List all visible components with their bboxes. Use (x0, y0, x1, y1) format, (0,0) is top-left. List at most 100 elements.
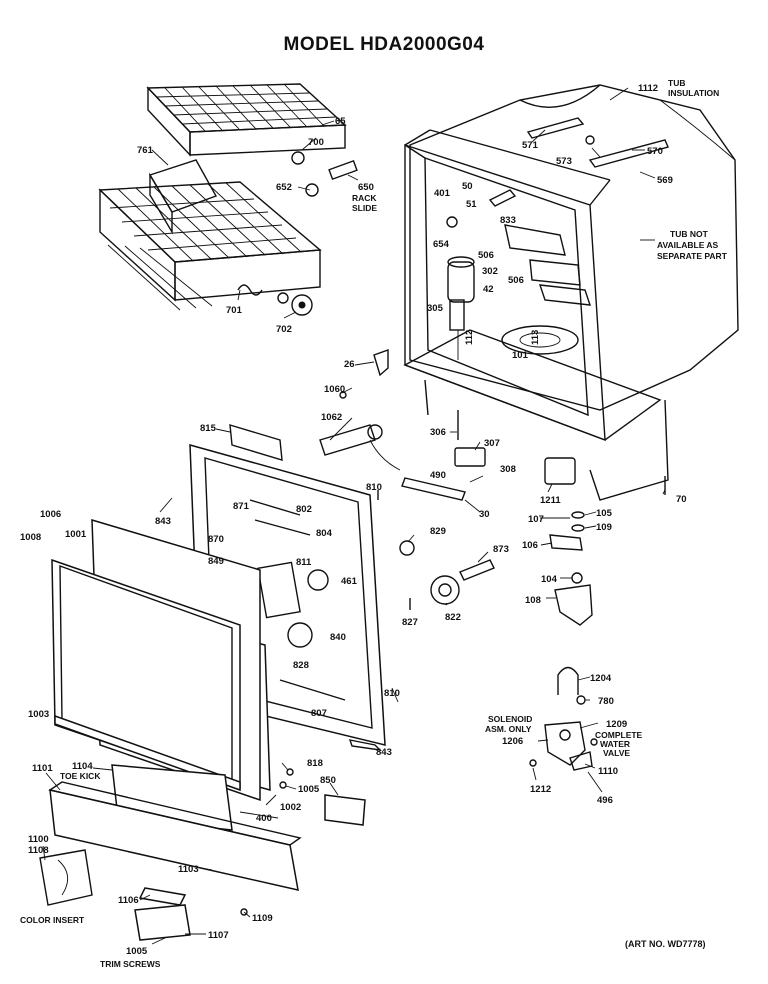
part-label: 870 (208, 534, 224, 545)
part-label: 804 (316, 528, 333, 539)
part-label: 305 (427, 303, 444, 314)
part-label: 1062 (321, 412, 342, 423)
part-label: 840 (330, 632, 346, 643)
part-label: 50 (462, 181, 473, 192)
part-label: 1002 (280, 802, 301, 813)
part-label: 1211 (540, 495, 561, 506)
part-label: 109 (596, 522, 612, 533)
part-label: 107 (528, 514, 544, 525)
trim-screws-note: TRIM SCREWS (100, 959, 161, 969)
part-label: 1006 (40, 509, 61, 520)
part-label: 873 (493, 544, 509, 555)
solenoid-note-1: SOLENOID (488, 714, 532, 724)
diagram-notes: TUB INSULATION RACK SLIDE TUB NOT AVAILA… (20, 78, 728, 969)
part-label: 871 (233, 501, 250, 512)
part-label: 569 (657, 175, 673, 186)
page-title: MODEL HDA2000G04 (283, 34, 485, 55)
part-label: 496 (597, 795, 613, 806)
leader-lines (42, 87, 666, 945)
tub-note-3: SEPARATE PART (657, 251, 728, 261)
part-label: 1103 (178, 864, 199, 875)
part-label: 802 (296, 504, 312, 515)
part-label: 1109 (252, 913, 273, 924)
part-label: 26 (344, 359, 355, 370)
part-label: 1204 (590, 673, 612, 684)
part-label: 506 (478, 250, 494, 261)
part-label: 1107 (208, 930, 229, 941)
part-label: 843 (155, 516, 171, 527)
toe-kick-note: TOE KICK (60, 771, 101, 781)
tub-assembly (403, 84, 739, 501)
part-label: 1003 (28, 709, 49, 720)
part-label: 490 (430, 470, 446, 481)
part-label: 105 (596, 508, 613, 519)
part-label: 307 (484, 438, 500, 449)
part-label: 461 (341, 576, 358, 587)
part-label: 401 (434, 188, 451, 199)
part-label: 108 (525, 595, 541, 606)
valve-note-1: COMPLETE (595, 730, 643, 740)
part-label: 101 (512, 350, 529, 361)
door-assembly (51, 424, 386, 802)
part-label: 400 (256, 813, 272, 824)
part-label: 571 (522, 140, 539, 151)
part-label: 1001 (65, 529, 87, 540)
part-label: 827 (402, 617, 418, 628)
part-label: 1206 (502, 736, 523, 747)
part-label: 51 (466, 199, 477, 210)
rack-slide-note-1: RACK (352, 193, 377, 203)
part-label: 850 (320, 775, 336, 786)
part-label: 42 (483, 284, 494, 295)
part-label: 1108 (28, 845, 49, 856)
part-label: 849 (208, 556, 224, 567)
toe-kick-assembly (39, 764, 366, 941)
part-label: 654 (433, 239, 450, 250)
part-label: 650 (358, 182, 374, 193)
part-labels: 1112 571 573 570 569 65 700 761 652 650 … (20, 83, 687, 957)
part-label: 843 (376, 747, 392, 758)
part-label: 761 (137, 145, 154, 156)
rack-slide-note-2: SLIDE (352, 203, 377, 213)
part-label: 833 (500, 215, 516, 226)
part-label: 822 (445, 612, 461, 623)
small-parts (319, 349, 666, 626)
tub-note-1: TUB NOT (670, 229, 709, 239)
part-label: 780 (598, 696, 614, 707)
part-label: 815 (200, 423, 217, 434)
part-label: 106 (522, 540, 538, 551)
tub-insulation-note-1: TUB (668, 78, 685, 88)
part-label: 1104 (72, 761, 93, 772)
part-label: 700 (308, 137, 324, 148)
part-label: 573 (556, 156, 572, 167)
valve-note-2: WATER (600, 739, 630, 749)
part-label: 306 (430, 427, 446, 438)
valve-note-3: VALVE (603, 748, 630, 758)
part-label: 65 (335, 116, 346, 127)
part-label: 1008 (20, 532, 41, 543)
part-label: 810 (366, 482, 382, 493)
part-label: 810 (384, 688, 400, 699)
art-number: (ART NO. WD7778) (625, 939, 706, 949)
part-label: 570 (647, 146, 663, 157)
part-label: 1060 (324, 384, 345, 395)
part-label: 702 (276, 324, 292, 335)
part-label: 1100 (28, 834, 49, 845)
part-label: 1212 (530, 784, 551, 795)
part-label: 302 (482, 266, 498, 277)
part-label: 113 (530, 330, 541, 345)
part-label: 1106 (118, 895, 139, 906)
part-label: 30 (479, 509, 490, 520)
part-label: 104 (541, 574, 558, 585)
part-label: 1101 (32, 763, 53, 774)
solenoid-note-2: ASM. ONLY (485, 724, 532, 734)
part-label: 652 (276, 182, 292, 193)
tub-insulation-note-2: INSULATION (668, 88, 719, 98)
part-label: 828 (293, 660, 309, 671)
part-label: 807 (311, 708, 327, 719)
water-valve-assembly (529, 666, 598, 771)
part-label: 1005 (126, 946, 148, 957)
part-label: 811 (296, 557, 312, 568)
part-label: 112 (464, 330, 475, 345)
part-label: 1112 (638, 83, 658, 94)
